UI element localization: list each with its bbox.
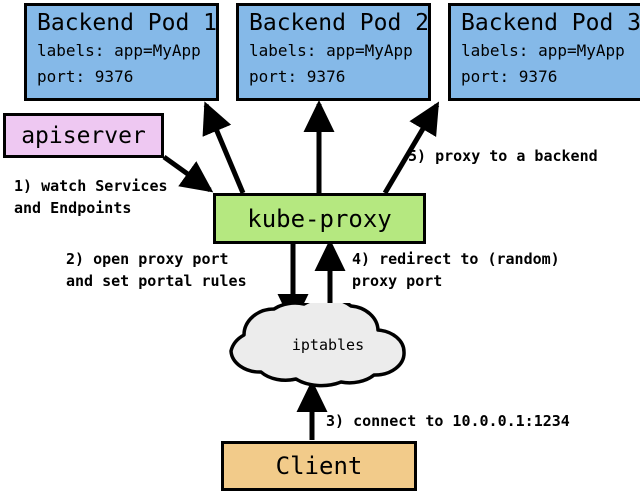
backend-pod-2-port: port: 9376 <box>249 67 346 86</box>
step-3-label: 3) connect to 10.0.0.1:1234 <box>326 410 570 432</box>
step-2-label: 2) open proxy port and set portal rules <box>66 248 247 292</box>
step-4-line-2: proxy port <box>352 272 443 290</box>
iptables-cloud: iptables <box>188 296 468 395</box>
backend-pod-1[interactable]: Backend Pod 1 labels: app=MyApp port: 93… <box>24 3 219 101</box>
backend-pod-1-title: Backend Pod 1 <box>37 10 218 36</box>
step-1-line-2: and Endpoints <box>14 199 132 217</box>
backend-pod-3[interactable]: Backend Pod 3 labels: app=MyApp port: 93… <box>448 3 640 101</box>
client-node[interactable]: Client <box>221 441 417 491</box>
backend-pod-1-labels: labels: app=MyApp <box>37 41 201 60</box>
backend-pod-3-title: Backend Pod 3 <box>461 10 640 36</box>
backend-pod-2[interactable]: Backend Pod 2 labels: app=MyApp port: 93… <box>236 3 431 101</box>
backend-pod-3-port: port: 9376 <box>461 67 558 86</box>
backend-pod-2-labels: labels: app=MyApp <box>249 41 413 60</box>
iptables-label: iptables <box>291 336 365 354</box>
step-3-line-1: 3) connect to 10.0.0.1:1234 <box>326 412 570 430</box>
step-5-label: 5) proxy to a backend <box>408 145 598 167</box>
backend-pod-3-labels: labels: app=MyApp <box>461 41 625 60</box>
step-4-line-1: 4) redirect to (random) <box>352 250 560 268</box>
kube-proxy-label: kube-proxy <box>247 204 392 233</box>
step-1-label: 1) watch Services and Endpoints <box>14 175 168 219</box>
apiserver-label: apiserver <box>21 122 146 149</box>
client-label: Client <box>275 452 363 480</box>
step-1-line-1: 1) watch Services <box>14 177 168 195</box>
arrow-apiserver-to-kubeproxy <box>162 154 214 193</box>
cloud-shape <box>229 296 406 388</box>
backend-pod-2-title: Backend Pod 2 <box>249 10 430 36</box>
step-2-line-2: and set portal rules <box>66 272 247 290</box>
arrow-kubeproxy-to-pod1 <box>202 101 246 194</box>
kube-proxy-node[interactable]: kube-proxy <box>213 193 426 244</box>
backend-pod-1-port: port: 9376 <box>37 67 134 86</box>
step-4-label: 4) redirect to (random) proxy port <box>352 248 560 292</box>
step-5-line-1: 5) proxy to a backend <box>408 147 598 165</box>
step-2-line-1: 2) open proxy port <box>66 250 229 268</box>
apiserver-node[interactable]: apiserver <box>3 113 164 158</box>
